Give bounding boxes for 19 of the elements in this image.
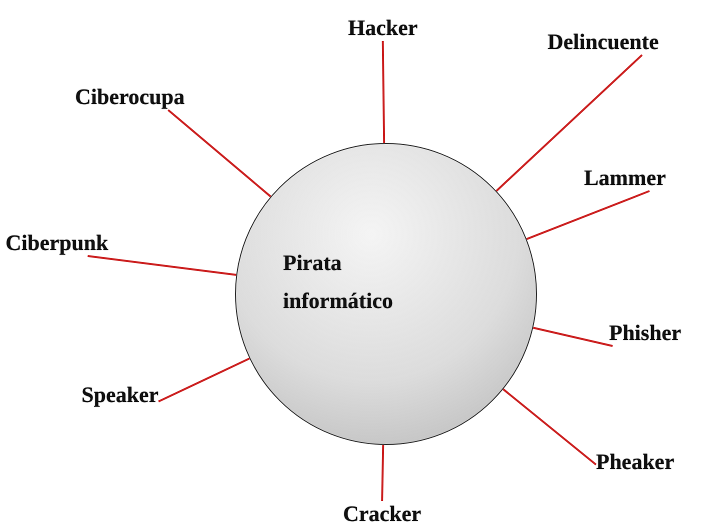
term-label: Lammer [584,165,666,191]
term-label: Cracker [343,501,422,526]
connector-line [381,444,384,502]
term-label: Ciberpunk [6,230,108,256]
connector-line [88,255,236,276]
connector-line [502,388,597,466]
term-label: Delincuente [548,29,659,55]
term-label: Phisher [609,320,682,346]
connector-line [382,40,386,144]
connector-line [526,190,650,240]
term-label: Pheaker [596,449,674,475]
term-label: Hacker [348,15,418,41]
connector-line [496,54,643,192]
connector-line [532,326,613,347]
connector-line [168,109,272,198]
term-label: Ciberocupa [75,84,185,110]
node-label: Pirata informático [283,249,394,315]
term-label: Speaker [82,382,158,408]
connector-line [158,358,250,402]
